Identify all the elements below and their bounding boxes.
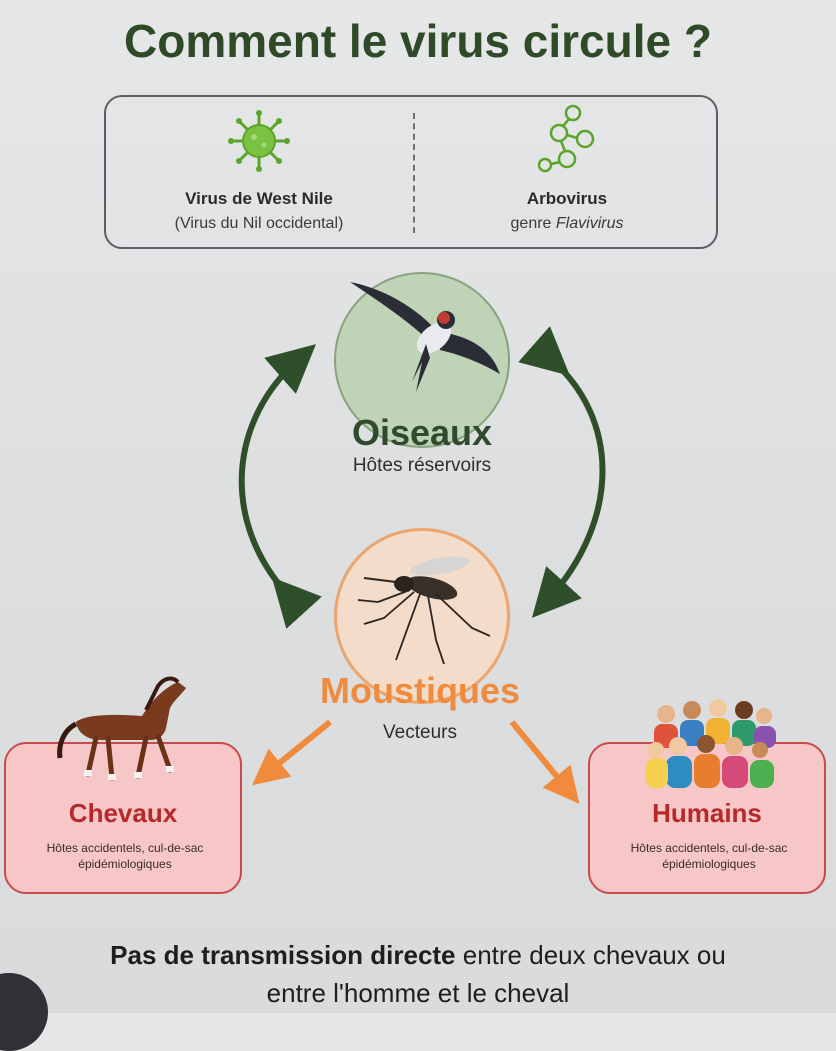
virus-info-left: Virus de West Nile (Virus du Nil occiden… [106,97,412,247]
arrow-to-humans [509,720,580,804]
vector-subtitle: Vecteurs [383,722,457,743]
virus-info-box: Virus de West Nile (Virus du Nil occiden… [104,95,718,249]
reservoir-subtitle: Hôtes réservoirs [352,455,492,476]
mosquito-icon [357,556,491,665]
host-title-humans: Humains [652,798,762,828]
vector-title: Moustiques [319,670,520,711]
footer-bold: Pas de transmission directe [110,940,456,970]
arrow-to-horses [252,719,332,786]
arrow-left-cycle [238,344,322,629]
host-subtitle-horses: Hôtes accidentels, cul-de-sac épidémiolo… [46,841,204,871]
footer-rest: entre deux chevaux ou [455,940,726,970]
virus-genus: genre Flavivirus [510,215,624,232]
horse-icon [57,676,186,781]
footer-line2: entre l'homme et le cheval [266,978,570,1008]
people-icon [646,699,776,788]
cycle-arrows [238,326,606,804]
host-title-horses: Chevaux [68,798,178,828]
host-subtitle-humans: Hôtes accidentels, cul-de-sac épidémiolo… [630,841,788,871]
virus-icon [228,110,290,172]
virus-family: Arbovirus [526,189,608,208]
page-title: Comment le virus circule ? [124,15,712,67]
swallow-icon [350,282,500,392]
molecule-icon [537,104,595,173]
virus-name: Virus de West Nile [185,189,333,208]
info-divider [413,113,415,233]
arrow-right-cycle [518,326,606,618]
mosquito-circle [334,528,510,704]
reservoir-title: Oiseaux [351,412,493,453]
virus-info-right: Arbovirus genre Flavivirus [414,97,720,247]
virus-alt-name: (Virus du Nil occidental) [174,215,344,232]
footer-note: Pas de transmission directe entre deux c… [0,936,836,1012]
host-box-horses: Chevaux Hôtes accidentels, cul-de-sac ép… [4,742,242,894]
